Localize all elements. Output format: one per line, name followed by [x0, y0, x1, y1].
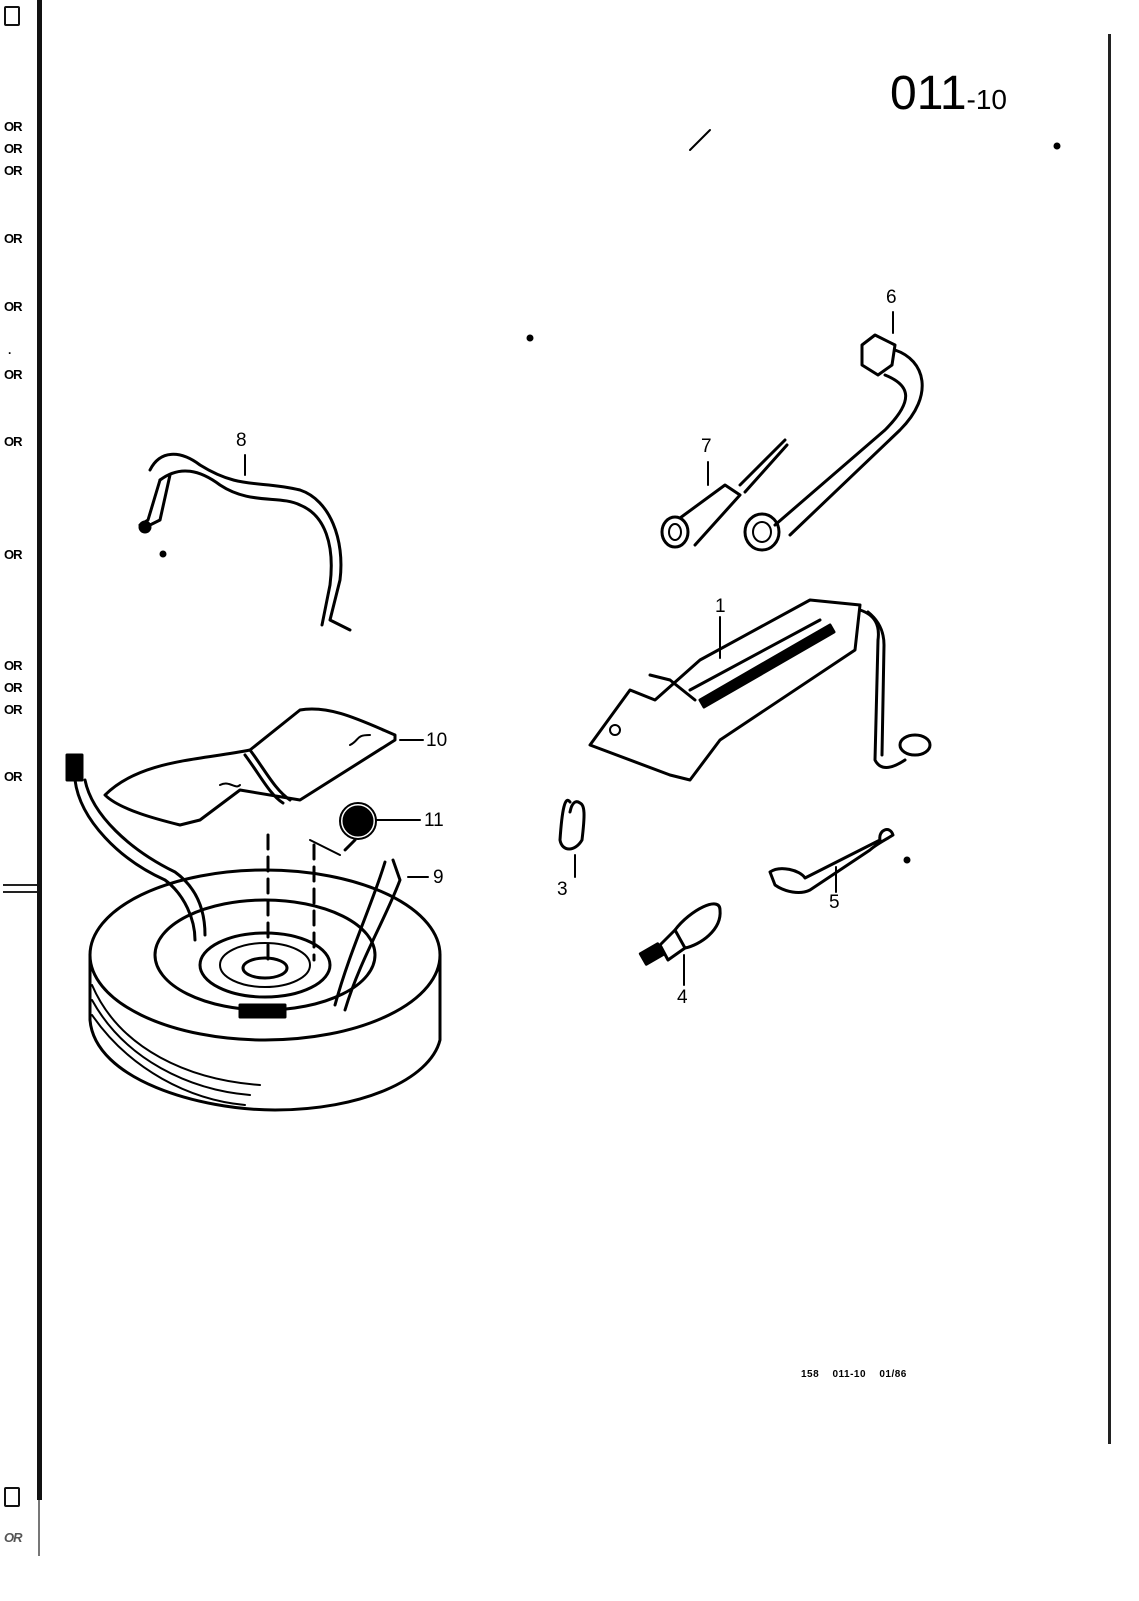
margin-code: OR [4, 434, 22, 449]
margin-code: OR [4, 231, 22, 246]
screwdriver-drawing [660, 438, 789, 549]
wing-nut-drawing [309, 802, 421, 857]
left-binding-rule-tail [38, 1500, 40, 1556]
towing-eye-drawing [638, 902, 722, 986]
margin-code: OR [4, 299, 22, 314]
tool-bag-drawing [103, 707, 424, 827]
left-binding-rule [37, 0, 42, 1500]
strap-drawing [333, 858, 429, 1012]
margin-code: OR [4, 547, 22, 562]
callout-part-10: 10 [426, 730, 448, 751]
scan-speckles [159, 129, 1061, 864]
callout-part-1: 1 [715, 596, 726, 617]
margin-code: OR [4, 367, 22, 382]
margin-code: OR [4, 680, 22, 695]
margin-code-bottom: OR [4, 1530, 22, 1545]
callout-part-7: 7 [701, 436, 712, 457]
margin-code: OR [4, 658, 22, 673]
callout-part-5: 5 [829, 892, 840, 913]
margin-code: OR [4, 141, 22, 156]
jack-drawing [588, 598, 932, 782]
callout-part-11: 11 [424, 810, 444, 831]
margin-code: OR [4, 163, 22, 178]
margin-code: OR [4, 119, 22, 134]
section-number: 011 [890, 67, 967, 120]
margin-dot: · [8, 346, 12, 360]
callout-part-4: 4 [677, 987, 688, 1008]
retaining-clip-drawing [558, 798, 586, 878]
section-sub-number: -10 [966, 84, 1007, 115]
margin-code: OR [4, 769, 22, 784]
callout-part-3: 3 [557, 879, 568, 900]
bag-strap-drawing [65, 753, 207, 942]
page-number: 011-10 [890, 70, 1007, 118]
open-end-wrench-drawing [768, 828, 895, 894]
margin-code: OR [4, 702, 22, 717]
margin-box-bottom [4, 1487, 20, 1507]
footer-reference: 158 011-10 01/86 [801, 1369, 907, 1380]
spare-wheel-drawing [88, 868, 442, 1112]
section-tab-mark [3, 884, 37, 893]
holding-strap-drawing [138, 452, 352, 632]
wheel-wrench-drawing [743, 311, 924, 552]
callout-part-6: 6 [886, 287, 897, 308]
callout-part-9: 9 [433, 867, 444, 888]
right-page-rule [1108, 34, 1111, 1444]
margin-box-top [4, 6, 20, 26]
callout-part-8: 8 [236, 430, 247, 451]
